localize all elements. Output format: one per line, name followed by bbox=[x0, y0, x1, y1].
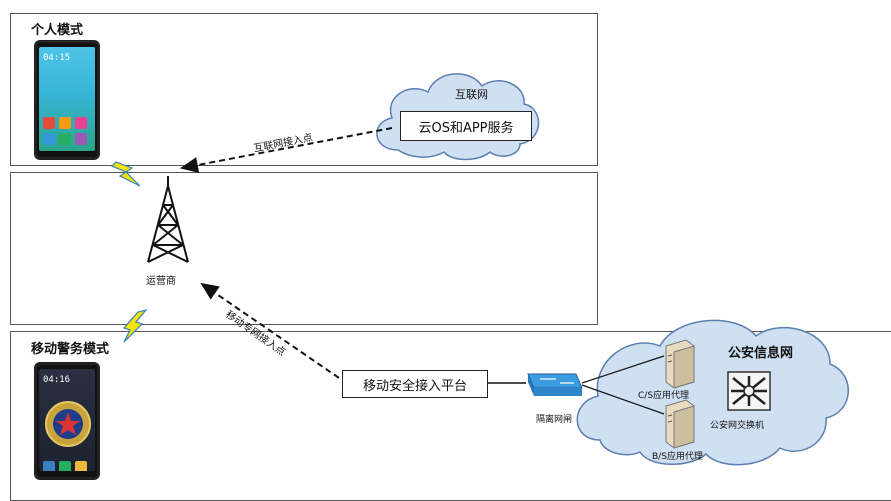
internet-cloud-label: 互联网 bbox=[455, 88, 488, 101]
personal-phone: 04:15 bbox=[34, 40, 100, 160]
app-icon bbox=[43, 461, 55, 471]
app-icon bbox=[59, 117, 71, 129]
carrier-panel bbox=[10, 172, 598, 325]
app-icon bbox=[75, 461, 87, 471]
bs-proxy-label: B/S应用代理 bbox=[652, 452, 703, 462]
secure-access-platform-box: 移动安全接入平台 bbox=[342, 370, 488, 398]
switch-label: 公安网交换机 bbox=[710, 421, 765, 431]
gateway-label: 隔离网闸 bbox=[536, 415, 573, 425]
app-icon bbox=[59, 133, 71, 145]
cs-proxy-label: C/S应用代理 bbox=[638, 391, 690, 401]
app-icon bbox=[59, 461, 71, 471]
app-icon bbox=[75, 133, 87, 145]
police-network-label: 公安信息网 bbox=[728, 346, 794, 361]
personal-phone-clock: 04:15 bbox=[43, 53, 71, 63]
police-phone: 04:16 bbox=[34, 362, 100, 480]
cloud-service-box: 云OS和APP服务 bbox=[400, 111, 532, 141]
carrier-label: 运营商 bbox=[146, 276, 176, 287]
police-mode-title: 移动警务模式 bbox=[31, 342, 110, 357]
personal-mode-title: 个人模式 bbox=[31, 23, 84, 38]
police-phone-clock: 04:16 bbox=[43, 375, 71, 385]
app-icon bbox=[75, 117, 87, 129]
app-icon bbox=[43, 117, 55, 129]
app-icon bbox=[43, 133, 55, 145]
police-badge-icon bbox=[45, 401, 91, 447]
